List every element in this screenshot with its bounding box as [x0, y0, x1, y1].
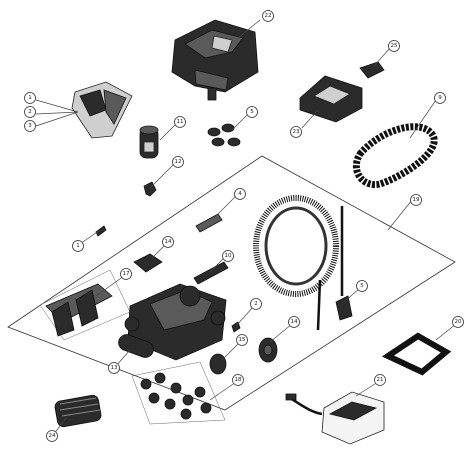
callout-15-label: 15	[239, 337, 246, 343]
callout-22: 22	[262, 10, 274, 22]
callout-10: 10	[222, 250, 234, 262]
callout-4-label: 4	[238, 191, 242, 197]
ribbed-roller-part	[118, 334, 154, 358]
callout-23-label: 23	[293, 129, 300, 135]
callout-2: 2	[250, 298, 262, 310]
callout-20: 20	[452, 316, 464, 328]
wheel-pair-part	[209, 337, 278, 375]
filter-lid-part	[299, 75, 363, 123]
callout-top-12-label: 12	[175, 159, 182, 165]
callout-24-label: 24	[49, 433, 56, 439]
callout-22-label: 22	[265, 13, 272, 19]
small-rings-part	[207, 123, 241, 147]
robot-body-part	[171, 19, 259, 101]
clip-part	[143, 181, 157, 197]
callout-18: 18	[232, 374, 244, 386]
brush-roller-part	[45, 283, 113, 337]
strip-part	[195, 213, 223, 233]
callout-15: 15	[236, 334, 248, 346]
callout-25: 25	[388, 40, 400, 52]
callout-14-label: 14	[291, 319, 298, 325]
callout-left-1: 1	[24, 92, 36, 104]
callout-14: 14	[288, 316, 300, 328]
callout-21: 21	[374, 374, 386, 386]
comb-strip-part	[193, 261, 229, 285]
cylinder-part	[139, 125, 159, 159]
callout-1: 1	[72, 240, 84, 252]
callout-20-label: 20	[455, 319, 462, 325]
power-supply-part	[285, 391, 385, 445]
handle-part	[381, 332, 452, 376]
brush-part	[54, 394, 102, 428]
callout-17: 17	[120, 268, 132, 280]
callout-5-label: 5	[360, 283, 364, 289]
callout-11: 11	[174, 116, 186, 128]
latch-part	[359, 61, 385, 79]
swivel-part	[335, 295, 353, 321]
callout-9-label: 9	[438, 95, 442, 101]
callout-18-label: 18	[235, 377, 242, 383]
callout-left-2-label: 2	[28, 109, 32, 115]
kit-outline	[7, 155, 456, 411]
callout-top-12: 12	[172, 156, 184, 168]
wheels-sub-outline	[131, 361, 226, 425]
callout-1-label: 1	[76, 243, 80, 249]
filter-basket-part	[71, 81, 133, 139]
callout-24: 24	[46, 430, 58, 442]
callout-21-label: 21	[377, 377, 384, 383]
callout-4: 4	[234, 188, 246, 200]
callout-left-2: 2	[24, 106, 36, 118]
chassis-part	[124, 283, 227, 361]
callout-25-label: 25	[391, 43, 398, 49]
callout-19-label: 19	[413, 197, 420, 203]
callout-5: 5	[356, 280, 368, 292]
small-pin-part	[231, 321, 241, 333]
callout-left-1-label: 1	[28, 95, 32, 101]
callout-9: 9	[434, 92, 446, 104]
callout-top-5-label: 5	[250, 109, 254, 115]
callout-11-label: 11	[177, 119, 184, 125]
callout-14-upper: 14	[162, 236, 174, 248]
callout-10-label: 10	[225, 253, 232, 259]
callout-14-upper-label: 14	[165, 239, 172, 245]
callout-left-3: 3	[24, 120, 36, 132]
track-belt-part	[352, 123, 438, 189]
cable-coil-part	[253, 195, 344, 331]
callout-13-label: 13	[111, 365, 118, 371]
callout-top-5: 5	[246, 106, 258, 118]
callout-23: 23	[290, 126, 302, 138]
small-parts-set	[140, 372, 212, 420]
callout-19: 19	[410, 194, 422, 206]
callout-2-label: 2	[254, 301, 258, 307]
connector-part	[133, 253, 163, 273]
pin-part	[95, 225, 107, 237]
callout-left-3-label: 3	[28, 123, 32, 129]
callout-13: 13	[108, 362, 120, 374]
leader-lines	[35, 19, 457, 435]
callout-17-label: 17	[123, 271, 130, 277]
